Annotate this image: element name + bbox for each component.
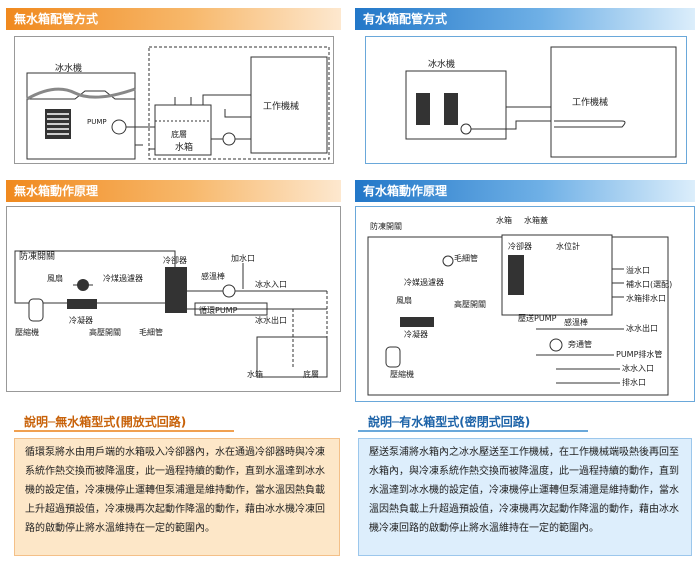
closed-piping-panel: 冰水機 工作機械 <box>365 36 687 164</box>
op-capillary: 毛細管 <box>139 327 163 337</box>
closed-description: 壓送泵浦將水箱內之冰水壓送至工作機械，在工作機械端吸熱後再回至水箱內，與冷凍系統… <box>358 438 692 556</box>
chiller-roof <box>27 90 135 100</box>
cp-water-inlet: 冰水入口 <box>622 363 654 373</box>
open-description-text: 循環泵將水由用戶端的水箱吸入冷卻器內，水在通過冷卻器時與冷凍系統作熱交換而被降溫… <box>25 447 325 534</box>
op-circ-pump-icon <box>222 284 236 298</box>
closed-machine-box <box>550 46 677 158</box>
cp-tank-drain: 水箱排水口 <box>626 293 666 303</box>
cp-hp-switch: 高壓開關 <box>454 299 486 309</box>
open-piping-machine-label: 工作機械 <box>263 100 299 112</box>
op-antifreeze: 防凍開關 <box>19 250 55 262</box>
cp-tank-cover: 水箱蓋 <box>524 215 548 225</box>
open-pump-icon <box>111 119 127 135</box>
closed-piping-title: 有水箱配管方式 <box>363 12 448 26</box>
cp-evaporator: 冷卻器 <box>508 241 532 251</box>
closed-coil-a <box>416 93 430 125</box>
closed-principle-title: 有水箱動作原理 <box>363 184 448 198</box>
open-piping-pump-label: PUMP <box>87 118 107 126</box>
op-compressor-icon <box>28 298 44 322</box>
cp-condenser-icon <box>400 317 434 327</box>
op-hp-switch: 高壓開關 <box>89 327 121 337</box>
cp-compressor-icon <box>385 346 401 368</box>
op-evaporator: 冷卻器 <box>163 255 187 265</box>
machine-boundary <box>148 46 330 160</box>
op-water-inlet: 冰水入口 <box>255 279 287 289</box>
cp-overflow: 溢水口 <box>626 265 650 275</box>
op-circ-pump: 循環PUMP <box>199 305 238 315</box>
cp-compressor: 壓縮機 <box>390 369 414 379</box>
cp-water-outlet: 冰水出口 <box>626 323 658 333</box>
op-tank-icon <box>256 336 328 378</box>
tank-pump-icon <box>222 132 236 146</box>
cp-temp-sensor: 感溫棒 <box>564 317 588 327</box>
cp-antifreeze: 防凍開關 <box>370 221 402 231</box>
closed-principle-diagram: 防凍開關 水箱 水箱蓋 冷卻器 水位計 毛細管 冷媒過濾器 風扇 高壓開關 溢水… <box>367 215 672 396</box>
open-piping-title: 無水箱配管方式 <box>14 12 99 26</box>
closed-principle-panel: 防凍開關 水箱 水箱蓋 冷卻器 水位計 毛細管 冷媒過濾器 風扇 高壓開關 溢水… <box>355 206 695 402</box>
closed-pump-icon <box>460 123 472 135</box>
chiller-unit <box>26 72 136 160</box>
closed-cooling-loop <box>554 120 626 128</box>
cp-pump-drain: PUMP排水管 <box>616 349 662 359</box>
open-principle-title: 無水箱動作原理 <box>14 184 99 198</box>
op-fill-port: 加水口 <box>231 253 255 263</box>
op-tank-bottom: 底層 <box>303 369 319 379</box>
op-water-outlet: 冰水出口 <box>255 315 287 325</box>
closed-piping-chiller-label: 冰水機 <box>428 58 455 70</box>
open-principle-panel: 防凍開關 風扇 冷煤過濾器 冷凝器 壓縮機 高壓開關 毛細管 冷卻器 感溫棒 加… <box>6 206 341 392</box>
closed-piping-machine-label: 工作機械 <box>572 96 608 108</box>
op-condenser-icon <box>67 299 97 309</box>
op-cooling-condenser: 冷煤過濾器 <box>103 273 143 283</box>
op-condenser: 冷凝器 <box>69 315 93 325</box>
cp-pump-label: 壓送PUMP <box>518 313 557 323</box>
op-temp-sensor: 感溫棒 <box>201 271 225 281</box>
closed-piping-header: 有水箱配管方式 <box>355 8 695 30</box>
open-description: 循環泵將水由用戶端的水箱吸入冷卻器內，水在通過冷卻器時與冷凍系統作熱交換而被降溫… <box>14 438 340 556</box>
machine-box <box>250 56 328 154</box>
open-desc-header: 說明─無水箱型式(開放式回路) <box>14 412 234 432</box>
open-piping-diagram: 冰水機 PUMP 底層 水箱 工作機械 <box>26 46 330 160</box>
open-principle-header: 無水箱動作原理 <box>6 180 341 202</box>
cp-tank: 水箱 <box>496 215 512 225</box>
closed-description-text: 壓送泵浦將水箱內之冰水壓送至工作機械，在工作機械端吸熱後再回至水箱內，與冷凍系統… <box>369 447 679 534</box>
cp-condenser: 冷凝器 <box>404 329 428 339</box>
cp-drain: 排水口 <box>622 377 646 387</box>
cp-level-gauge: 水位計 <box>556 241 580 251</box>
cp-capillary: 毛細管 <box>454 253 478 263</box>
open-piping-header: 無水箱配管方式 <box>6 8 341 30</box>
open-piping-tank-bottom: 底層 <box>171 129 187 139</box>
closed-piping-diagram: 冰水機 工作機械 <box>405 46 677 158</box>
op-evaporator-icon <box>165 267 187 313</box>
chiller-wave <box>26 87 136 101</box>
open-piping-tank: 水箱 <box>175 141 193 153</box>
cp-bypass: 旁通管 <box>568 339 592 349</box>
cp-evaporator-icon <box>508 255 524 295</box>
op-fan: 風扇 <box>47 273 63 283</box>
cp-cooling-filter: 冷媒過濾器 <box>404 277 444 287</box>
cp-bypass-icon <box>549 338 563 352</box>
closed-coil-b <box>444 93 458 125</box>
cp-fan: 風扇 <box>396 295 412 305</box>
op-compressor: 壓縮機 <box>15 327 39 337</box>
closed-desc-header: 說明─有水箱型式(密閉式回路) <box>358 412 588 432</box>
open-piping-chiller-label: 冰水機 <box>55 62 82 74</box>
open-principle-diagram: 防凍開關 風扇 冷煤過濾器 冷凝器 壓縮機 高壓開關 毛細管 冷卻器 感溫棒 加… <box>14 250 328 379</box>
closed-desc-title: 說明─有水箱型式(密閉式回路) <box>368 415 531 429</box>
op-tank: 水箱 <box>247 369 263 379</box>
cp-refill: 補水口(選配) <box>626 279 672 289</box>
closed-principle-header: 有水箱動作原理 <box>355 180 695 202</box>
open-tank <box>154 104 212 156</box>
open-desc-title: 說明─無水箱型式(開放式回路) <box>24 415 187 429</box>
coil-lines <box>47 113 69 135</box>
op-fan-icon <box>73 279 93 291</box>
open-piping-panel: 冰水機 PUMP 底層 水箱 工作機械 <box>14 36 334 164</box>
